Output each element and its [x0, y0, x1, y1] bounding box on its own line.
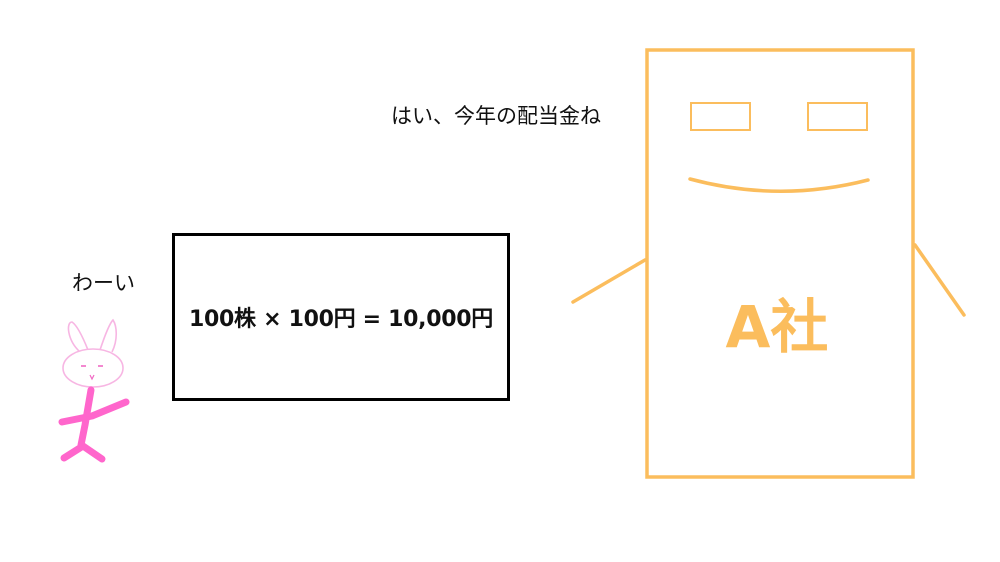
company-speech-text: はい、今年の配当金ね: [391, 104, 601, 128]
company-left-eye: [690, 102, 751, 131]
company-label: A社: [726, 293, 829, 361]
dividend-equation-box: 100株 × 100円 = 10,000円: [172, 233, 510, 401]
rabbit-left-ear: [67, 321, 89, 353]
rabbit-speech-text: わーい: [72, 271, 135, 295]
company-right-arm: [913, 243, 966, 317]
rabbit-arms: [58, 398, 130, 426]
company-smile: [688, 177, 870, 193]
company-body: [645, 48, 915, 479]
company-left-arm: [571, 258, 647, 304]
rabbit-right-ear: [99, 318, 118, 353]
dividend-equation-text: 100株 × 100円 = 10,000円: [189, 307, 493, 332]
company-character: A社: [571, 48, 966, 479]
rabbit-torso: [77, 386, 95, 449]
rabbit-legs: [60, 442, 106, 463]
rabbit-mouth: [89, 374, 95, 381]
rabbit-head: [62, 348, 124, 388]
company-right-eye: [807, 102, 868, 131]
rabbit-character: [58, 318, 130, 463]
